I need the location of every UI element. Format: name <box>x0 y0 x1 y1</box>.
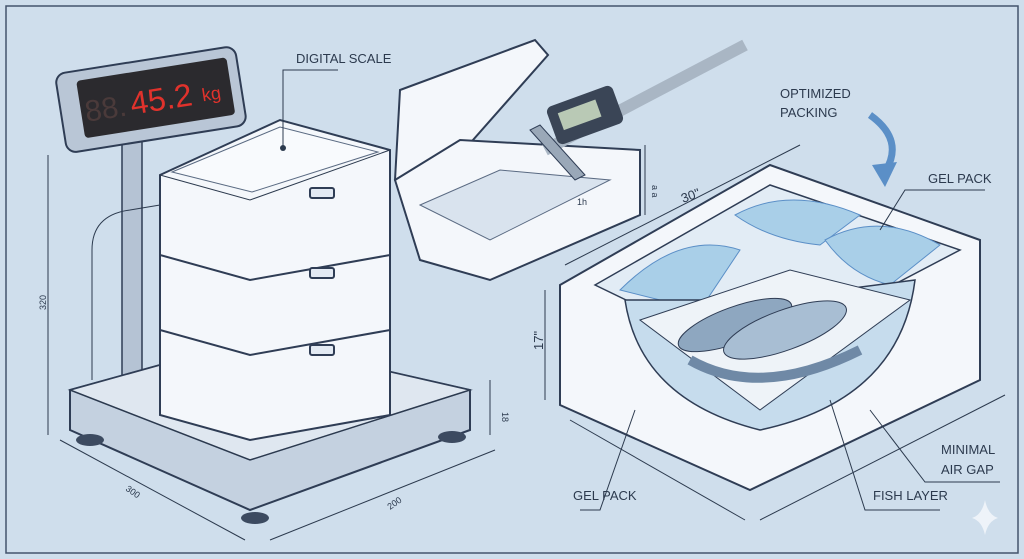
dim-stack-height: 320 <box>38 295 48 310</box>
gel-pack <box>824 225 941 286</box>
dim-open-box-height: a a <box>650 185 660 198</box>
label-gel-pack-bottom: GEL PACK <box>573 488 637 503</box>
box-handle <box>309 187 335 199</box>
fish-icon <box>723 300 847 360</box>
scale-foot <box>76 434 104 446</box>
label-minimal-air-gap-1: MINIMAL <box>941 442 995 457</box>
label-fish-layer: FISH LAYER <box>873 488 948 503</box>
open-foam-box <box>393 38 641 282</box>
scale-display: 88. 45.2 kg <box>55 46 247 153</box>
label-optimized-packing-1: OPTIMIZED <box>780 86 851 101</box>
scale-foot <box>438 431 466 443</box>
callouts <box>280 69 1000 511</box>
label-minimal-air-gap-2: AIR GAP <box>941 462 994 477</box>
dimension-lines <box>47 144 1006 541</box>
scale-foot <box>241 512 269 524</box>
box-handle <box>309 267 335 279</box>
weight-unit: kg <box>200 83 222 106</box>
label-optimized-packing-2: PACKING <box>780 105 838 120</box>
display-ghost-digits: 88. <box>83 90 129 129</box>
dim-base-height: 18 <box>500 412 510 422</box>
dim-base-depth: 300 <box>124 483 142 500</box>
arrow-head-icon <box>872 162 897 187</box>
dim-packed-height: 17" <box>531 331 546 350</box>
gel-pack <box>734 199 861 246</box>
packed-cutaway-box <box>559 163 981 492</box>
label-digital-scale: DIGITAL SCALE <box>296 51 392 66</box>
frame-border <box>5 5 1019 554</box>
dim-base-width: 200 <box>385 495 403 512</box>
box-handle <box>309 344 335 356</box>
dim-packed-width: 30" <box>679 185 702 206</box>
stacked-foam-boxes <box>159 118 391 442</box>
sparkle-icon <box>972 500 998 535</box>
gel-pack <box>619 244 741 311</box>
dim-open-box-wall: 1h <box>577 197 587 207</box>
caliper-icon <box>529 39 748 181</box>
label-gel-pack-top: GEL PACK <box>928 171 992 186</box>
